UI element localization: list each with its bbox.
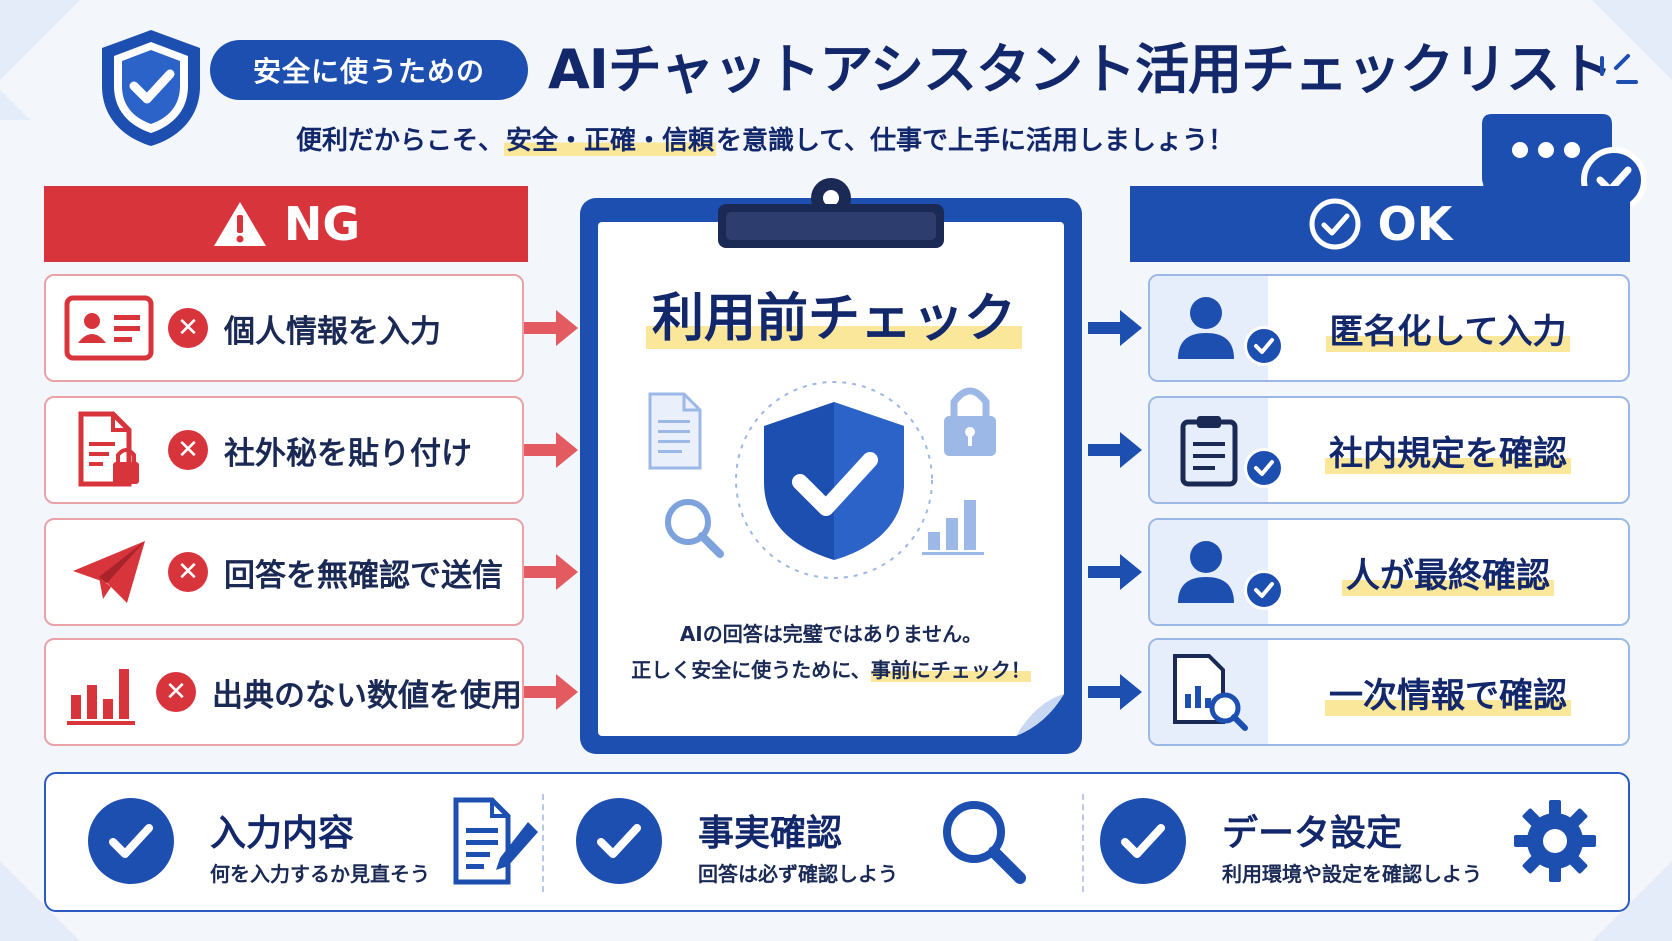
document-search-icon xyxy=(1150,640,1268,744)
check-circle-icon xyxy=(576,798,662,884)
clipboard-note-line1: AIの回答は完璧ではありません。 xyxy=(679,622,983,646)
subtitle-highlight: 安全・正確・信頼 xyxy=(504,126,717,156)
divider xyxy=(542,794,544,892)
circle-check-icon xyxy=(1309,198,1361,250)
ng-label: NG xyxy=(283,197,361,251)
x-mark-icon: ✕ xyxy=(168,308,208,348)
ng-item-text: 個人情報を入力 xyxy=(224,313,441,350)
check-circle-icon xyxy=(1100,798,1186,884)
red-arrow-icon xyxy=(524,554,578,590)
sparkle-lines-icon xyxy=(1600,54,1638,84)
ok-label: OK xyxy=(1377,197,1453,251)
clipboard-note: AIの回答は完璧ではありません。 正しく安全に使うために、事前にチェック！ xyxy=(610,616,1052,688)
check-badge-icon xyxy=(1244,570,1284,610)
ok-item-text: 社内規定を確認 xyxy=(1268,426,1628,475)
summary-item-data-settings: データ設定 利用環境や設定を確認しよう xyxy=(1086,774,1630,910)
ok-item-label: 一次情報で確認 xyxy=(1325,675,1571,716)
security-illustration xyxy=(648,381,996,579)
shield-check-icon xyxy=(102,30,200,146)
magnifier-icon xyxy=(665,499,724,558)
secret-document-lock-icon xyxy=(56,410,162,490)
blue-arrow-icon xyxy=(1088,310,1142,346)
red-arrow-icon xyxy=(524,310,578,346)
corner-decoration-bottom-right xyxy=(1592,861,1672,941)
ok-item-text: 一次情報で確認 xyxy=(1268,668,1628,717)
x-mark-icon: ✕ xyxy=(156,672,196,712)
red-arrow-icon xyxy=(524,674,578,710)
blue-arrow-icon xyxy=(1088,432,1142,468)
summary-subtitle: 利用環境や設定を確認しよう xyxy=(1222,862,1482,886)
ok-item: 人が最終確認 xyxy=(1148,518,1630,626)
paper-plane-icon xyxy=(56,532,162,612)
document-pen-icon xyxy=(453,797,538,885)
clipboard-check-icon xyxy=(1150,398,1284,502)
ok-item: 社内規定を確認 xyxy=(1148,396,1630,504)
summary-title: データ設定 xyxy=(1222,813,1403,854)
divider xyxy=(1082,794,1084,892)
x-mark-icon: ✕ xyxy=(168,430,208,470)
bar-chart-icon xyxy=(56,652,150,732)
summary-item-input: 入力内容 何を入力するか見直そう xyxy=(46,774,566,910)
summary-subtitle: 回答は必ず確認しよう xyxy=(698,862,898,886)
shield-check-icon xyxy=(764,402,904,560)
ok-column-header: OK xyxy=(1130,186,1630,262)
ok-item-label: 匿名化して入力 xyxy=(1325,311,1571,352)
blue-arrow-icon xyxy=(1088,554,1142,590)
gear-icon xyxy=(1514,800,1596,882)
clipboard-note-line2: 正しく安全に使うために、事前にチェック！ xyxy=(610,652,1052,688)
ok-item-label: 社内規定を確認 xyxy=(1325,433,1571,474)
user-check-icon xyxy=(1150,520,1284,624)
page-curl xyxy=(1016,694,1064,736)
check-badge-icon xyxy=(1244,326,1284,366)
clipboard-clip xyxy=(718,178,944,248)
ng-item-text: 出典のない数値を使用 xyxy=(212,677,522,714)
ng-item-text: 社外秘を貼り付け xyxy=(224,435,472,472)
x-mark-icon: ✕ xyxy=(168,552,208,592)
page-title: AIチャットアシスタント活用チェックリスト xyxy=(548,38,1613,101)
clipboard-note-line2-pre: 正しく安全に使うために、 xyxy=(631,658,871,682)
ok-item-label: 人が最終確認 xyxy=(1342,555,1554,596)
subtitle-pre: 便利だからこそ、 xyxy=(296,126,505,156)
ng-item: ✕ 出典のない数値を使用 xyxy=(44,638,524,746)
corner-decoration-bottom-left xyxy=(0,861,80,941)
ok-item: 匿名化して入力 xyxy=(1148,274,1630,382)
ok-item-text: 匿名化して入力 xyxy=(1268,304,1628,353)
bar-chart-icon xyxy=(922,500,984,555)
ng-item: ✕ 回答を無確認で送信 xyxy=(44,518,524,626)
summary-subtitle: 何を入力するか見直そう xyxy=(210,862,430,886)
clipboard-title: 利用前チェック xyxy=(640,276,1028,349)
ok-item-text: 人が最終確認 xyxy=(1268,548,1628,597)
summary-title: 入力内容 xyxy=(210,813,355,854)
padlock-icon xyxy=(944,387,996,456)
ng-item: ✕ 個人情報を入力 xyxy=(44,274,524,382)
document-icon xyxy=(648,392,702,470)
ok-item: 一次情報で確認 xyxy=(1148,638,1630,746)
ng-item-text: 回答を無確認で送信 xyxy=(224,557,503,594)
header-pill: 安全に使うための xyxy=(210,40,528,100)
warning-icon xyxy=(213,202,266,246)
clipboard-title-text: 利用前チェック xyxy=(645,289,1022,349)
summary-title: 事実確認 xyxy=(698,813,843,854)
red-arrow-icon xyxy=(524,432,578,468)
id-card-icon xyxy=(56,288,162,368)
blue-arrow-icon xyxy=(1088,674,1142,710)
summary-item-fact-check: 事実確認 回答は必ず確認しよう xyxy=(566,774,1086,910)
check-badge-icon xyxy=(1244,448,1284,488)
subtitle-post: を意識して、仕事で上手に活用しましょう！ xyxy=(716,126,1234,156)
page-subtitle: 便利だからこそ、安全・正確・信頼を意識して、仕事で上手に活用しましょう！ xyxy=(296,118,1234,164)
magnifier-icon xyxy=(943,801,1026,884)
check-circle-icon xyxy=(88,798,174,884)
bottom-summary-panel: 入力内容 何を入力するか見直そう 事実確認 回答は必ず確認しよう データ設定 利… xyxy=(44,772,1630,912)
user-check-icon xyxy=(1150,276,1284,380)
clipboard-note-line2-highlight: 事前にチェック！ xyxy=(870,658,1031,682)
corner-decoration-top-left xyxy=(0,0,80,120)
ng-column-header: NG xyxy=(44,186,528,262)
ng-item: ✕ 社外秘を貼り付け xyxy=(44,396,524,504)
corner-decoration-top-right xyxy=(1592,0,1672,80)
